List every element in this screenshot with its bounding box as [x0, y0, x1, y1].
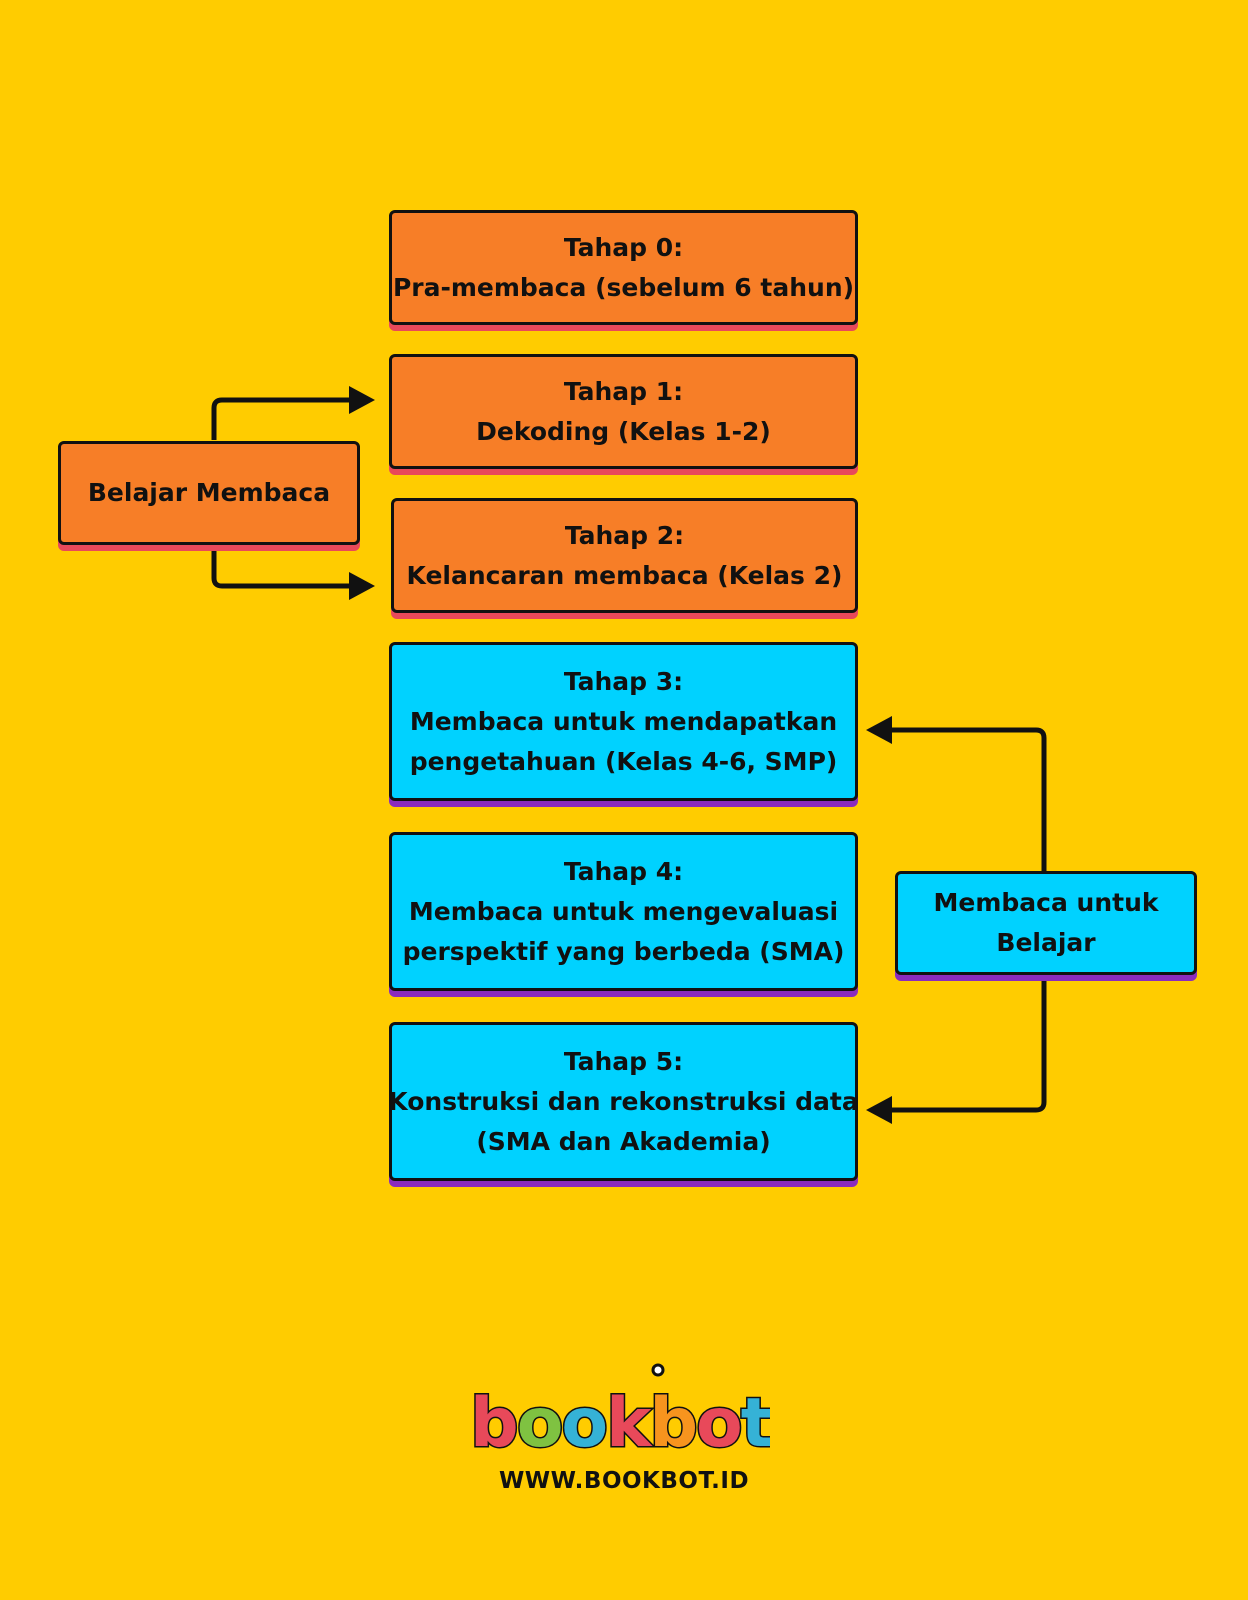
stage-0-title: Tahap 0:: [563, 232, 684, 262]
stage-3-desc-line1: Membaca untuk mendapatkan: [409, 706, 838, 736]
stage-4-title: Tahap 4:: [563, 856, 684, 886]
arrowhead-stage-5: [866, 1096, 892, 1124]
arrowhead-stage-3: [866, 716, 892, 744]
logo-gear-icon: [651, 1363, 665, 1377]
stage-1-box: Tahap 1: Dekoding (Kelas 1-2): [389, 354, 858, 469]
stage-2-title: Tahap 2:: [564, 520, 685, 550]
arrow-to-stage-5: [890, 978, 1047, 1113]
stage-4-desc-line2: perspektif yang berbeda (SMA): [402, 936, 845, 966]
read-to-learn-label-line1: Membaca untuk: [933, 888, 1159, 917]
stage-1-title: Tahap 1:: [563, 376, 684, 406]
arrowhead-stage-2: [349, 572, 375, 600]
stage-5-desc-line2: (SMA dan Akademia): [476, 1126, 771, 1156]
stage-5-desc-line1: Konstruksi dan rekonstruksi data: [388, 1086, 859, 1116]
stage-2-box: Tahap 2: Kelancaran membaca (Kelas 2): [391, 498, 858, 613]
arrow-to-stage-3: [890, 727, 1047, 872]
stage-3-desc-line2: pengetahuan (Kelas 4-6, SMP): [409, 746, 838, 776]
website-url: WWW.BOOKBOT.ID: [498, 1468, 750, 1494]
stage-4-desc-line1: Membaca untuk mengevaluasi: [408, 896, 839, 926]
read-to-learn-box: Membaca untuk Belajar: [895, 871, 1197, 975]
arrowhead-stage-1: [349, 386, 375, 414]
stage-0-desc: Pra-membaca (sebelum 6 tahun): [392, 272, 855, 302]
stage-0-box: Tahap 0: Pra-membaca (sebelum 6 tahun): [389, 210, 858, 325]
stage-3-title: Tahap 3:: [563, 666, 684, 696]
svg-text:bookbot: bookbot: [470, 1384, 770, 1460]
learn-to-read-box: Belajar Membaca: [58, 441, 360, 545]
learn-to-read-label: Belajar Membaca: [87, 478, 331, 507]
stage-3-box: Tahap 3: Membaca untuk mendapatkan penge…: [389, 642, 858, 801]
stage-5-box: Tahap 5: Konstruksi dan rekonstruksi dat…: [388, 1022, 859, 1181]
read-to-learn-label-line2: Belajar: [996, 928, 1096, 957]
bookbot-logo: bookbot: [470, 1363, 770, 1460]
stage-4-box: Tahap 4: Membaca untuk mengevaluasi pers…: [389, 832, 858, 991]
stage-1-desc: Dekoding (Kelas 1-2): [476, 416, 771, 446]
stage-5-title: Tahap 5:: [563, 1046, 684, 1076]
arrow-to-stage-1: [211, 397, 352, 440]
arrow-to-stage-2: [211, 548, 352, 589]
stage-2-desc: Kelancaran membaca (Kelas 2): [406, 560, 843, 590]
